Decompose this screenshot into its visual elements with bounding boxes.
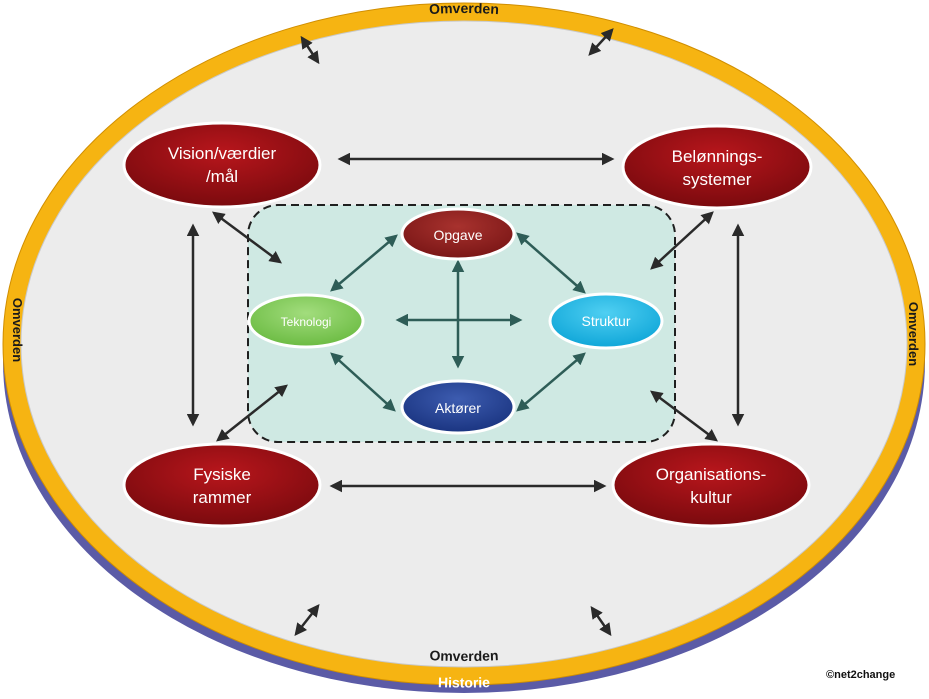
node-teknologi-label: Teknologi [281, 315, 332, 329]
node-struktur-label: Struktur [581, 313, 630, 329]
arrow-organisation-panel [650, 390, 718, 442]
node-vision-label-2: /mål [206, 167, 238, 186]
node-belonning-label-2: systemer [683, 170, 752, 189]
ring-label-top: Omverden [429, 0, 500, 17]
arrow-opgave-struktur [516, 232, 586, 294]
ring-label-left: Omverden [10, 298, 25, 362]
ring-label-bottom: Omverden [429, 647, 499, 664]
node-opgave-label: Opgave [433, 227, 482, 243]
node-struktur: Struktur [548, 292, 664, 350]
ring-label-historie: Historie [438, 674, 491, 690]
arrow-fysiske-panel [216, 384, 288, 442]
node-opgave: Opgave [400, 207, 516, 261]
arrow-belonning-panel [650, 211, 714, 270]
node-organisation-label-1: Organisations- [656, 465, 767, 484]
node-belonning-label-1: Belønnings- [672, 147, 763, 166]
arrow-vision-panel [211, 211, 283, 264]
arrow-teknologi-aktorer [330, 352, 396, 412]
node-fysiske-label-1: Fysiske [193, 465, 251, 484]
node-organisation: Organisations- kultur [611, 442, 811, 528]
node-fysiske-label-2: rammer [193, 488, 252, 507]
node-organisation-label-2: kultur [690, 488, 732, 507]
arrow-teknologi-opgave [330, 234, 398, 292]
ring-label-right: Omverden [906, 302, 921, 366]
copyright-label: ©net2change [826, 669, 896, 681]
node-fysiske: Fysiske rammer [122, 442, 322, 528]
arrow-omverden-top-left [300, 35, 320, 65]
node-vision: Vision/værdier /mål [122, 121, 322, 209]
node-aktorer: Aktører [400, 379, 516, 435]
arrow-omverden-top-right [588, 28, 614, 56]
arrow-omverden-bottom-left [294, 604, 320, 636]
node-belonning: Belønnings- systemer [621, 124, 813, 210]
node-teknologi: Teknologi [247, 293, 365, 349]
node-vision-label-1: Vision/værdier [168, 144, 277, 163]
arrow-struktur-aktorer [516, 352, 586, 412]
node-aktorer-label: Aktører [435, 400, 481, 416]
arrow-omverden-bottom-right [590, 605, 612, 637]
